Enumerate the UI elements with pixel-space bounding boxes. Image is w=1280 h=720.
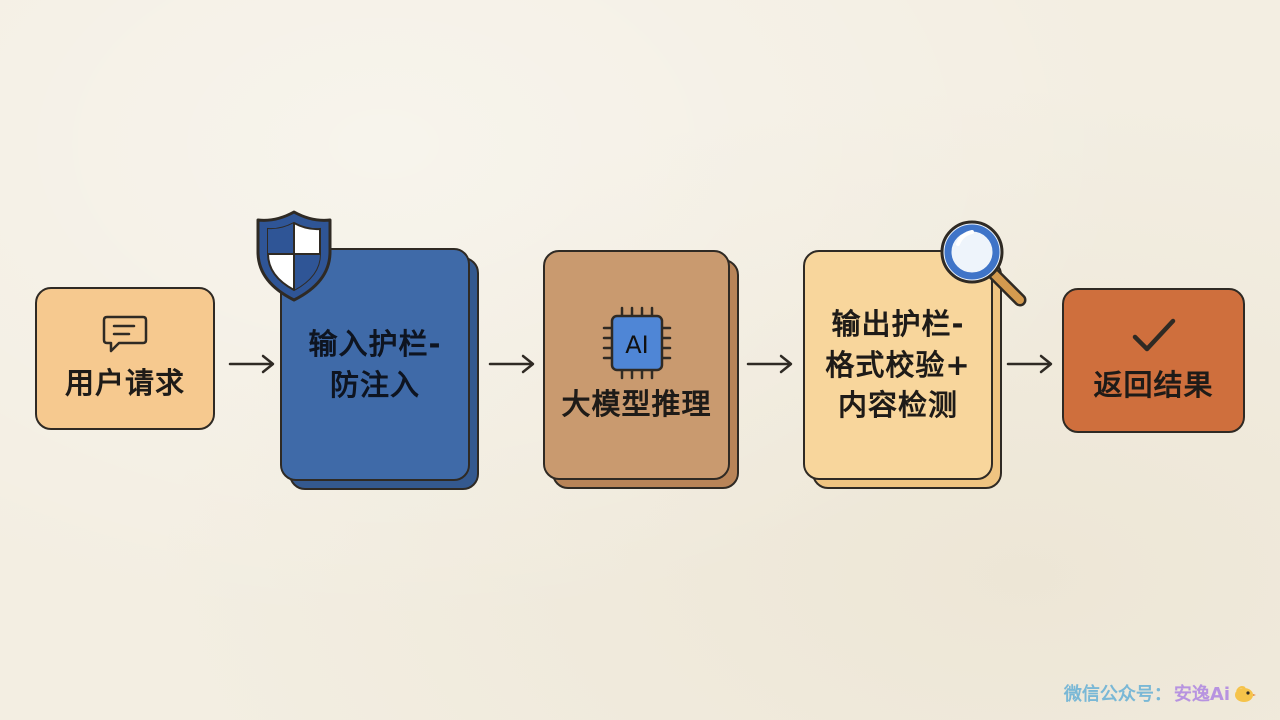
arrow-4 [1006,354,1053,374]
step-label-return-result: 返回结果 [1093,368,1214,403]
arrow-3 [746,354,793,374]
footer-prefix: 微信公众号： [1063,684,1172,705]
step-label-llm: 大模型推理 [561,386,712,421]
step-output-guard: 输出护栏- 格式校验+ 内容检测 [803,250,993,480]
step-label-line: 防注入 [329,367,420,402]
step-llm: AI 大模型推理 [543,250,730,480]
arrow-2 [488,354,535,374]
ai-chip-icon: AI [602,306,671,379]
step-label-input-guard: 输入护栏- 防注入 [308,324,441,405]
footer-watermark: 微信公众号： 安逸Ai [1064,680,1256,706]
ai-chip-text: AI [625,331,649,359]
checkmark-icon [1132,318,1175,352]
magnifier-icon [940,220,1027,307]
step-user-request: 用户请求 [35,287,215,430]
arrow-1 [228,354,275,374]
step-label-line: 输入护栏- [308,326,442,361]
shield-icon [256,210,332,302]
step-label-line: 格式校验+ [825,347,971,382]
step-label-line: 内容检测 [837,388,958,423]
step-label-user-request: 用户请求 [64,366,185,401]
step-label-line: 输出护栏- [831,307,965,342]
chat-bubble-icon [102,315,148,353]
bird-icon [1235,686,1256,702]
footer-brand: 安逸Ai [1173,684,1230,705]
step-label-output-guard: 输出护栏- 格式校验+ 内容检测 [825,304,970,426]
step-return-result: 返回结果 [1062,288,1245,433]
